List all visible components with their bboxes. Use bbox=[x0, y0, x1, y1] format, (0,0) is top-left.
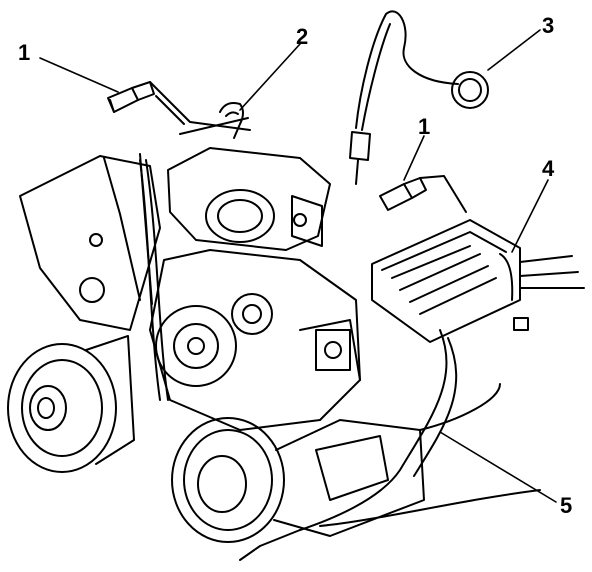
leader-line-4 bbox=[512, 180, 548, 252]
callout-5: 5 bbox=[560, 493, 573, 518]
callout-2: 2 bbox=[296, 24, 309, 49]
leader-line-3 bbox=[488, 30, 540, 70]
sensor-1-right bbox=[380, 176, 466, 212]
callout-1-right: 1 bbox=[418, 114, 431, 139]
ac-compressor-clutch bbox=[8, 336, 134, 472]
front-bracket-left bbox=[20, 154, 160, 330]
leader-lines bbox=[40, 30, 556, 502]
valve-cover-right bbox=[372, 220, 584, 342]
sensor-1-left bbox=[108, 82, 250, 130]
sensor-3-with-harness bbox=[350, 11, 488, 184]
engine-block bbox=[150, 250, 360, 430]
leader-line-2 bbox=[240, 44, 300, 110]
callout-3: 3 bbox=[542, 13, 555, 38]
leader-line-5 bbox=[440, 432, 556, 502]
bracket-item-2 bbox=[180, 103, 248, 138]
callout-1-left: 1 bbox=[18, 40, 31, 65]
throttle-body bbox=[168, 148, 330, 250]
water-pump-pulley bbox=[156, 294, 272, 386]
harmonic-balancer bbox=[172, 418, 424, 542]
callout-4: 4 bbox=[542, 156, 555, 181]
wire-harness-item-5 bbox=[140, 160, 540, 560]
leader-line-1b bbox=[404, 136, 424, 180]
leader-line-1a bbox=[40, 58, 118, 92]
